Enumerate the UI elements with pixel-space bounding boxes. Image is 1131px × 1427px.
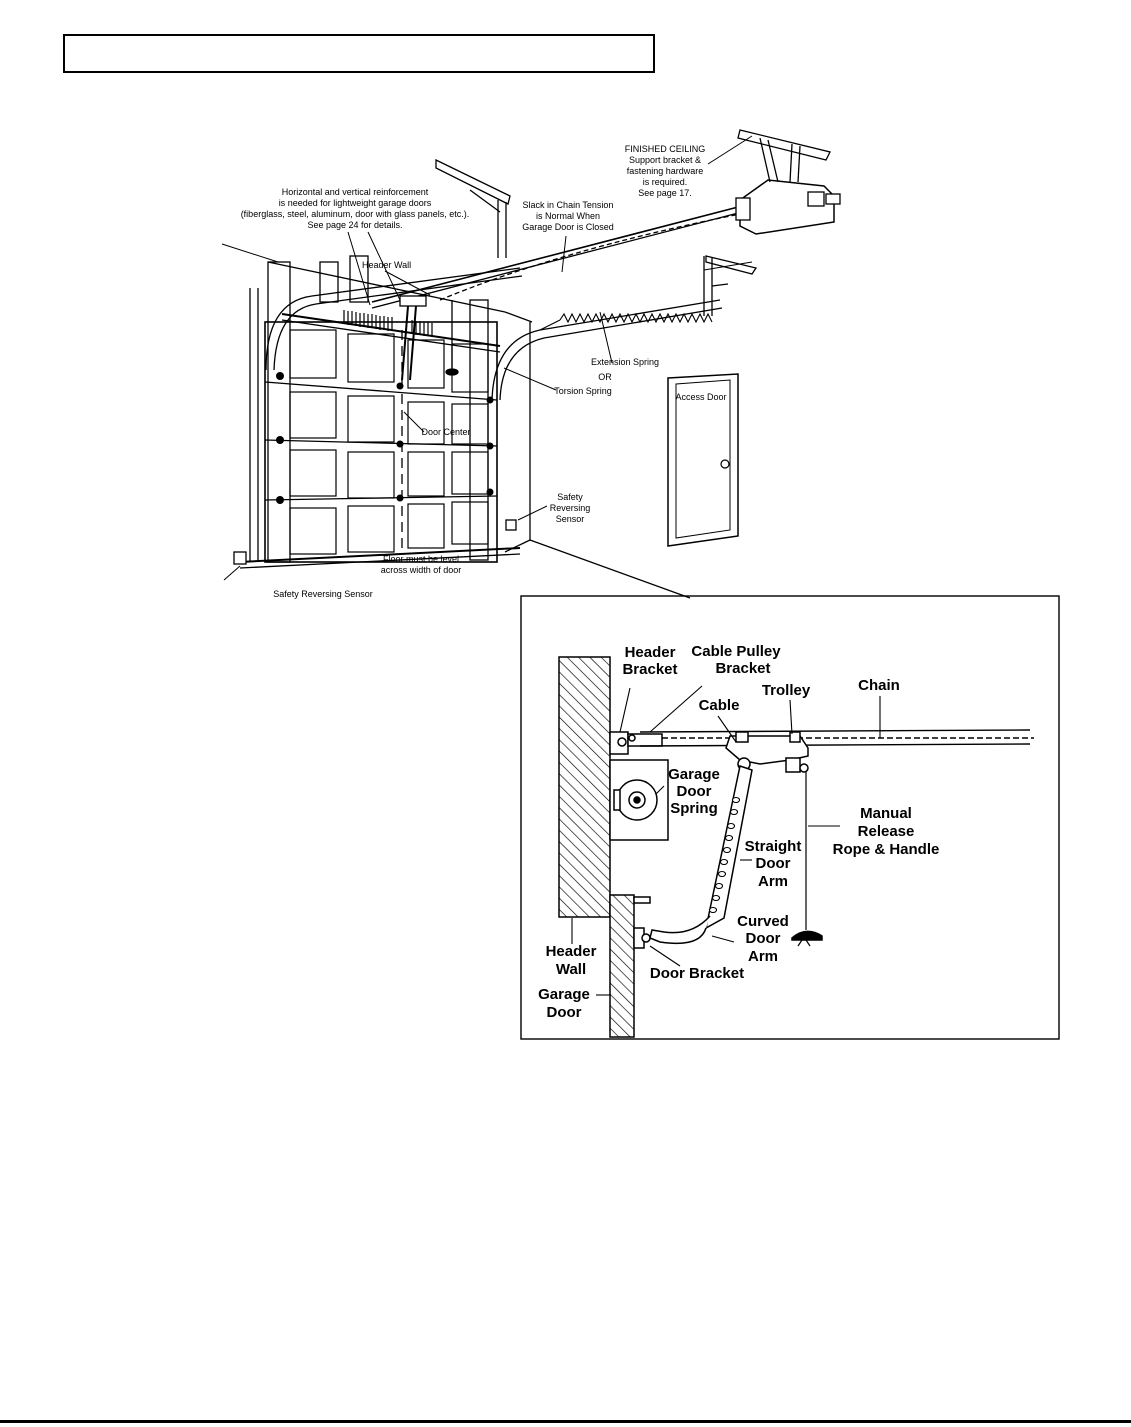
svg-text:Bracket: Bracket bbox=[622, 661, 677, 678]
torsion-spring-label: Torsion Spring bbox=[554, 386, 612, 396]
section-title-box bbox=[63, 34, 655, 73]
svg-text:Header: Header bbox=[546, 943, 597, 960]
reinforcement-label: Horizontal and vertical reinforcement is… bbox=[241, 187, 470, 230]
floor-level-label: Floor must be level across width of door bbox=[381, 554, 462, 575]
inset-garage-door-spring-label: Garage Door Spring bbox=[668, 766, 720, 817]
safety-sensor-bottom-label: Safety Reversing Sensor bbox=[273, 589, 373, 599]
extension-spring-label: Extension Spring bbox=[591, 357, 659, 367]
main-drawing bbox=[221, 129, 841, 599]
bottom-rule bbox=[0, 1420, 1131, 1423]
svg-text:FINISHED CEILING: FINISHED CEILING bbox=[625, 144, 706, 154]
svg-text:Spring: Spring bbox=[670, 800, 718, 817]
svg-text:across width of door: across width of door bbox=[381, 565, 462, 575]
inset-manual-release-label: Manual Release Rope & Handle bbox=[833, 805, 940, 858]
svg-text:Arm: Arm bbox=[758, 873, 788, 890]
svg-text:See page 17.: See page 17. bbox=[638, 188, 692, 198]
svg-text:Header: Header bbox=[625, 644, 676, 661]
svg-text:Release: Release bbox=[858, 823, 915, 840]
inset-curved-door-arm-label: Curved Door Arm bbox=[737, 913, 789, 965]
inset-garage-door-label: Garage Door bbox=[538, 986, 590, 1021]
svg-text:Safety: Safety bbox=[557, 492, 583, 502]
door-center-label: Door Center bbox=[421, 427, 470, 437]
svg-text:Curved: Curved bbox=[737, 913, 789, 930]
inset-header-wall-label: Header Wall bbox=[546, 943, 597, 978]
svg-text:Garage: Garage bbox=[668, 766, 720, 783]
svg-text:Slack in Chain Tension: Slack in Chain Tension bbox=[523, 200, 614, 210]
svg-text:is required.: is required. bbox=[643, 177, 688, 187]
svg-text:Reversing: Reversing bbox=[550, 503, 591, 513]
or-label: OR bbox=[598, 372, 612, 382]
svg-text:Wall: Wall bbox=[556, 961, 586, 978]
inset-door-bracket-label: Door Bracket bbox=[650, 965, 744, 982]
svg-text:Manual: Manual bbox=[860, 805, 912, 822]
access-door-label: Access Door bbox=[675, 392, 726, 402]
inset-trolley-label: Trolley bbox=[762, 682, 811, 699]
inset-cable-pulley-bracket-label: Cable Pulley Bracket bbox=[691, 643, 781, 677]
inset-frame bbox=[520, 595, 1060, 1040]
svg-text:Floor must be level: Floor must be level bbox=[383, 554, 459, 564]
svg-text:Door: Door bbox=[746, 930, 781, 947]
inset-chain-label: Chain bbox=[858, 677, 900, 694]
svg-text:Rope & Handle: Rope & Handle bbox=[833, 841, 940, 858]
chain-slack-label: Slack in Chain Tension is Normal When Ga… bbox=[522, 200, 614, 232]
svg-text:fastening hardware: fastening hardware bbox=[627, 166, 704, 176]
svg-text:Horizontal and vertical reinfo: Horizontal and vertical reinforcement bbox=[282, 187, 429, 197]
inset-header-bracket-label: Header Bracket bbox=[622, 644, 677, 678]
svg-text:Door: Door bbox=[677, 783, 712, 800]
header-wall-label: Header Wall bbox=[362, 260, 411, 270]
svg-text:Arm: Arm bbox=[748, 948, 778, 965]
svg-text:Door: Door bbox=[547, 1004, 582, 1021]
svg-text:Garage: Garage bbox=[538, 986, 590, 1003]
svg-text:is needed for lightweight gara: is needed for lightweight garage doors bbox=[279, 198, 432, 208]
inset-drawing bbox=[558, 656, 1034, 1038]
inset-straight-door-arm-label: Straight Door Arm bbox=[745, 838, 802, 890]
svg-text:Cable Pulley: Cable Pulley bbox=[691, 643, 781, 660]
svg-text:is Normal When: is Normal When bbox=[536, 211, 600, 221]
svg-text:(fiberglass, steel, aluminum,: (fiberglass, steel, aluminum, door with … bbox=[241, 209, 470, 219]
svg-text:Straight: Straight bbox=[745, 838, 802, 855]
inset-cable-label: Cable bbox=[699, 697, 740, 714]
svg-text:Garage Door is Closed: Garage Door is Closed bbox=[522, 222, 614, 232]
safety-sensor-right-label: Safety Reversing Sensor bbox=[550, 492, 591, 524]
svg-text:Sensor: Sensor bbox=[556, 514, 585, 524]
svg-text:Support bracket &: Support bracket & bbox=[629, 155, 701, 165]
finished-ceiling-label: FINISHED CEILING Support bracket & faste… bbox=[625, 144, 706, 198]
svg-text:Door: Door bbox=[756, 855, 791, 872]
svg-text:Bracket: Bracket bbox=[715, 660, 770, 677]
svg-text:See page 24 for details.: See page 24 for details. bbox=[307, 220, 402, 230]
